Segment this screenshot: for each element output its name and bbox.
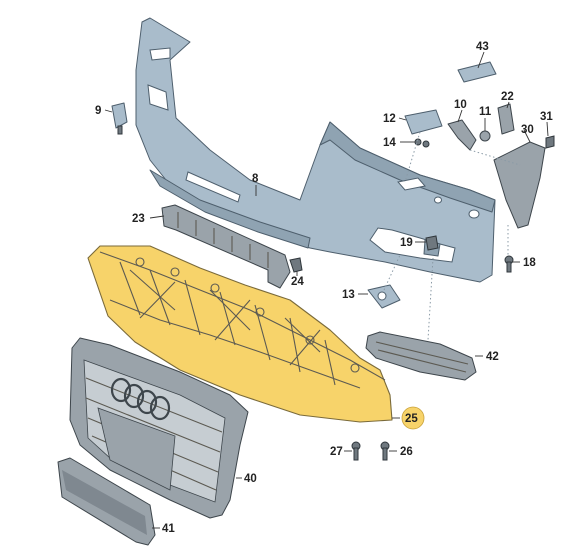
callout-40: 40 bbox=[244, 473, 257, 485]
nut-part-11 bbox=[479, 130, 491, 142]
callout-27: 27 bbox=[330, 446, 343, 458]
callout-11: 11 bbox=[479, 106, 492, 118]
callout-30: 30 bbox=[521, 124, 534, 136]
callout-25-highlight: 25 bbox=[401, 406, 425, 430]
callout-26: 26 bbox=[400, 446, 413, 458]
callout-10: 10 bbox=[454, 99, 467, 111]
clip-part-24 bbox=[289, 257, 303, 273]
callout-43: 43 bbox=[476, 41, 489, 53]
bolt-part-18 bbox=[504, 255, 514, 273]
callout-25: 25 bbox=[405, 413, 418, 425]
callout-41: 41 bbox=[162, 523, 175, 535]
clip-part-19 bbox=[425, 235, 439, 251]
bolt-part-26 bbox=[380, 441, 390, 461]
callout-9: 9 bbox=[95, 105, 101, 117]
bolt-part-27 bbox=[351, 441, 361, 461]
air-guide-panel-25 bbox=[87, 245, 393, 423]
front-grille-40 bbox=[69, 337, 249, 519]
bumper-cover bbox=[135, 17, 496, 283]
leader-lines bbox=[104, 51, 549, 529]
bracket-part-10 bbox=[447, 119, 477, 151]
side-guide-30 bbox=[493, 141, 546, 229]
bracket-part-22 bbox=[497, 103, 515, 135]
assembly-lines bbox=[383, 131, 521, 341]
cover-part-13 bbox=[367, 284, 401, 309]
callout-24: 24 bbox=[291, 276, 304, 288]
callout-8: 8 bbox=[252, 173, 259, 185]
callout-12: 12 bbox=[383, 113, 396, 125]
plate-holder-41 bbox=[57, 457, 156, 546]
callout-18: 18 bbox=[523, 257, 536, 269]
callout-42: 42 bbox=[486, 351, 499, 363]
callout-31: 31 bbox=[540, 111, 553, 123]
callout-14: 14 bbox=[383, 137, 396, 149]
callout-23: 23 bbox=[132, 213, 145, 225]
air-guide-fill bbox=[87, 245, 393, 423]
callouts: 43 22 10 11 31 12 30 9 14 8 23 19 18 24 … bbox=[95, 41, 553, 535]
cover-part-43 bbox=[457, 61, 497, 83]
cover-part-12 bbox=[404, 109, 443, 135]
grille-insert-42 bbox=[365, 331, 477, 381]
callout-19: 19 bbox=[400, 237, 413, 249]
clip-part-9 bbox=[111, 102, 128, 135]
guide-bracket-23 bbox=[161, 204, 291, 289]
callout-22: 22 bbox=[501, 91, 514, 103]
callout-13: 13 bbox=[342, 289, 355, 301]
clip-part-31 bbox=[545, 135, 555, 149]
